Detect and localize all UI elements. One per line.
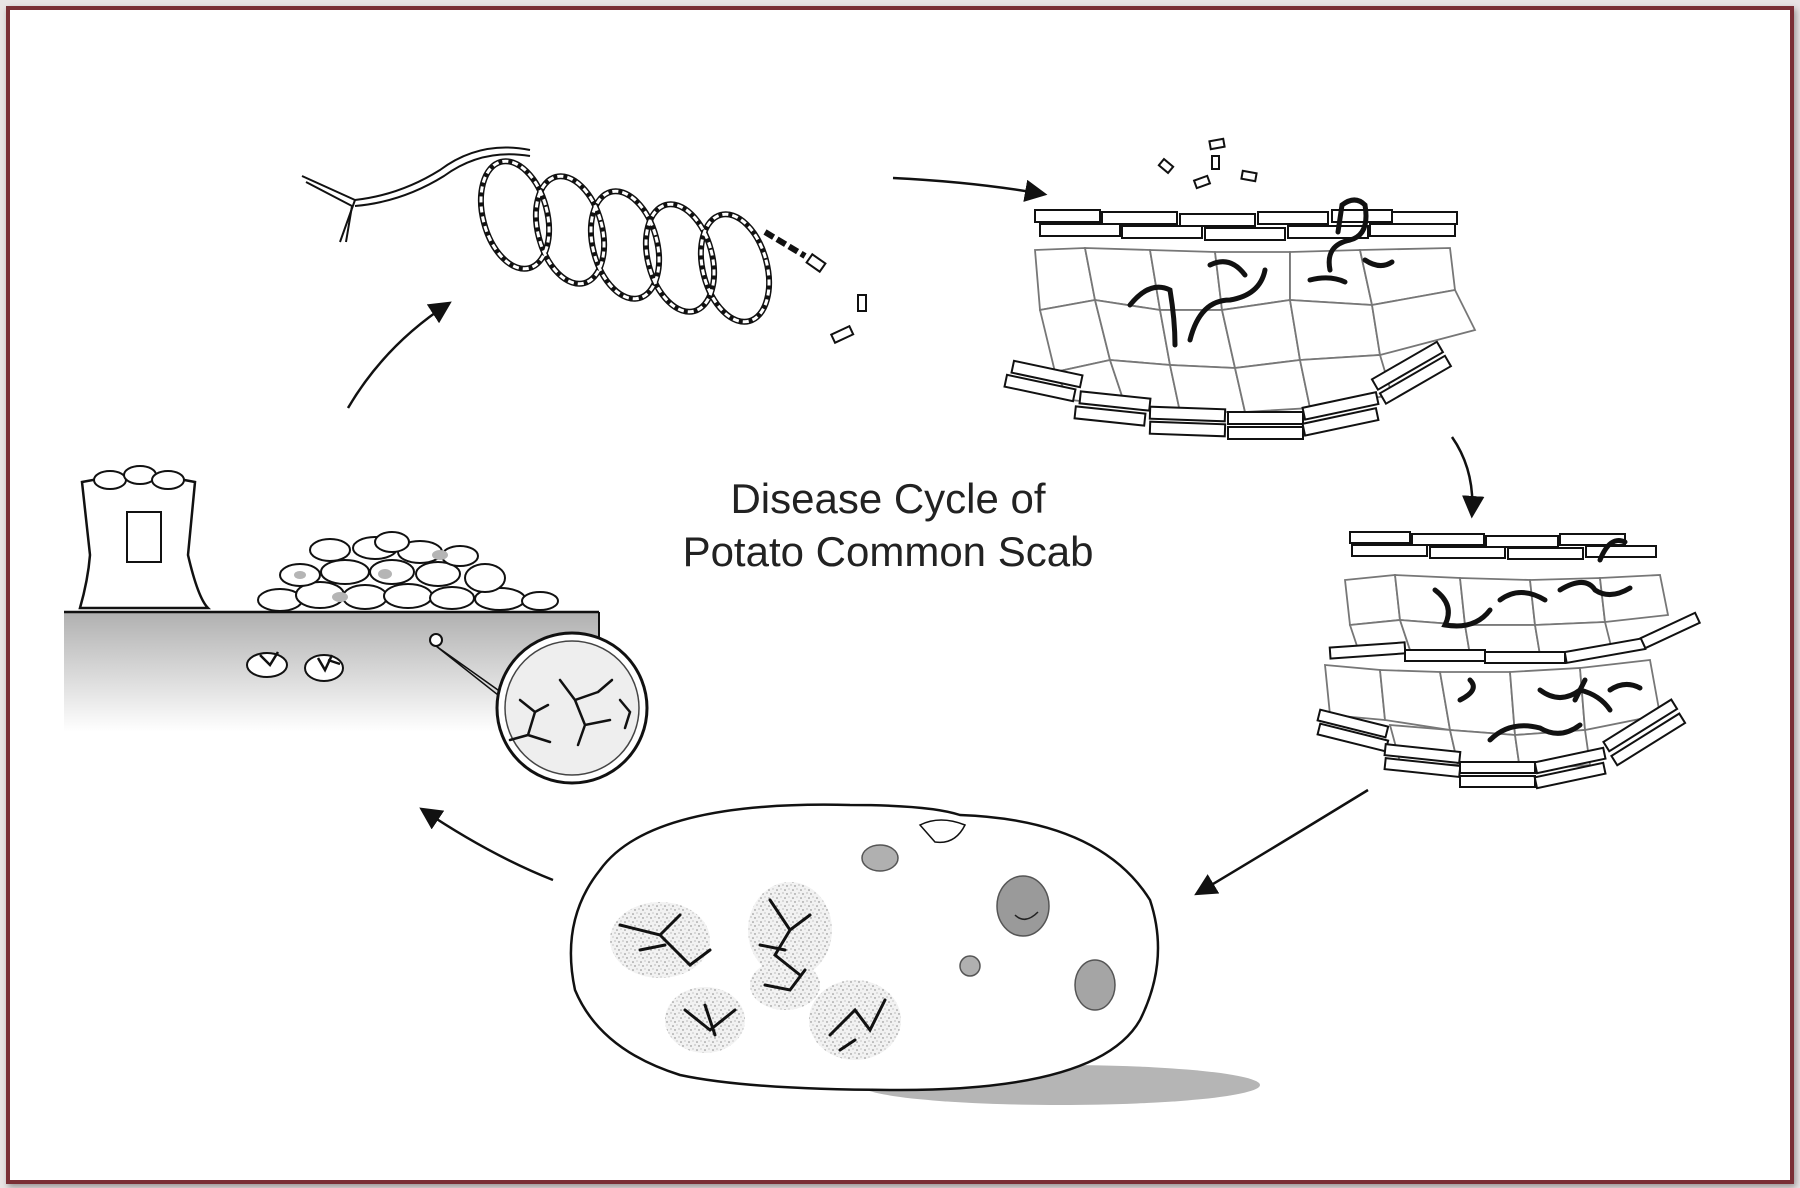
mycelium-magnifier-icon <box>429 631 649 785</box>
title-line-2: Potato Common Scab <box>683 528 1094 575</box>
spore-chain-icon <box>301 146 867 345</box>
arrow-soil-to-spores <box>346 301 452 409</box>
title-line-1: Disease Cycle of <box>730 475 1045 522</box>
arrow-potato-to-soil <box>419 807 554 882</box>
arrow-spores-to-surface <box>892 176 1048 202</box>
arrow-surface-to-tissue <box>1450 436 1485 519</box>
arrow-tissue-to-potato <box>1194 788 1369 896</box>
cycle-arrows <box>346 176 1485 896</box>
scabbed-potato-icon <box>569 803 1260 1105</box>
tuber-tissue-infection-icon <box>1316 531 1702 790</box>
diagram-title: Disease Cycle of Potato Common Scab <box>683 475 1094 575</box>
tuber-surface-infection-icon <box>1003 137 1477 440</box>
